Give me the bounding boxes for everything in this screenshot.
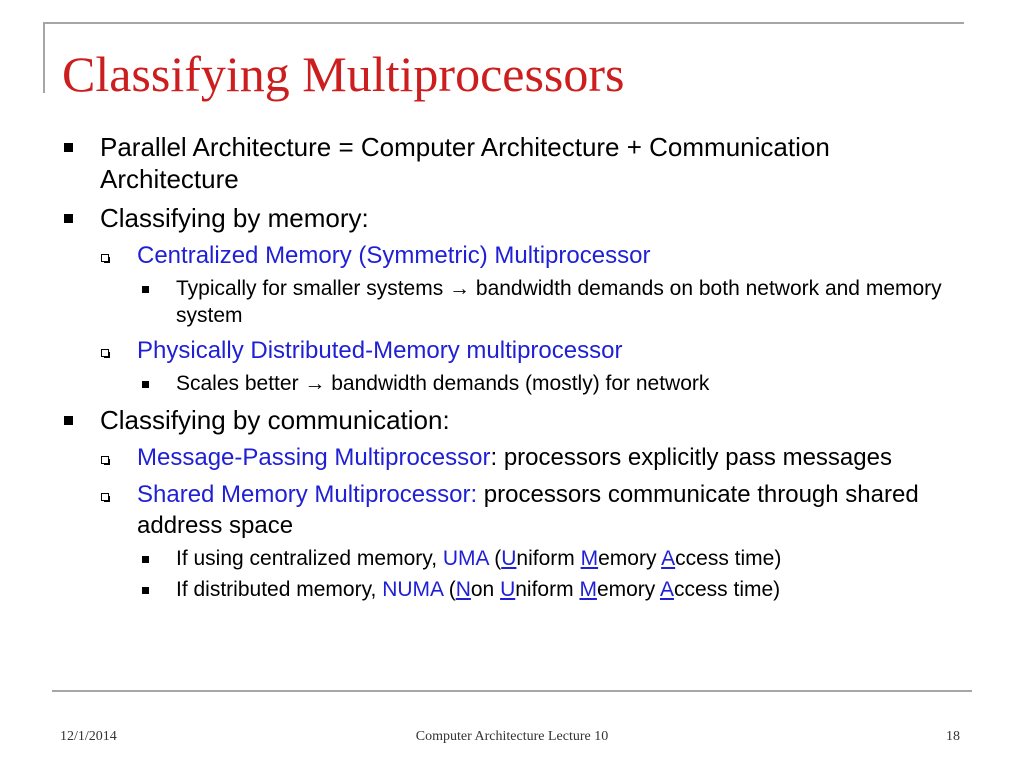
bullet-text: Scales better → bandwidth demands (mostl… [176,372,710,395]
bullet-text: Typically for smaller systems → bandwidt… [176,277,942,327]
slide-body: Parallel Architecture = Computer Archite… [0,131,1024,603]
bullet-term: Message-Passing Multiprocessor [137,444,491,471]
paren-open: ( [488,547,502,570]
bullet-text: Classifying by memory: [100,203,369,233]
subsubbullet-uma: If using centralized memory, UMA (Unifor… [142,545,966,572]
footer-title: Computer Architecture Lecture 10 [415,729,609,744]
bullet-text: Centralized Memory (Symmetric) Multiproc… [137,242,651,269]
subsubbullet-smaller-systems: Typically for smaller systems → bandwidt… [142,275,966,329]
word-rest: emory [596,578,660,601]
initial-u: U [501,547,517,570]
subbullet-shared-memory: Shared Memory Multiprocessor: processors… [101,479,937,541]
square-bullet-icon [142,381,149,388]
bullet-term: Shared Memory Multiprocessor: [137,481,478,508]
bullet-text: If using centralized memory, [176,547,443,570]
square-bullet-icon [142,556,149,563]
initial-n: N [455,578,471,601]
subbullet-distributed-memory: Physically Distributed-Memory multiproce… [101,335,937,366]
hollow-square-bullet-icon [101,456,110,465]
hollow-square-bullet-icon [101,254,110,263]
acronym-numa: NUMA [382,578,443,601]
square-bullet-icon [142,286,149,293]
initial-m: M [580,547,599,570]
footer-date: 12/1/2014 [60,729,117,744]
hollow-square-bullet-icon [101,349,110,358]
square-bullet-icon [64,416,73,425]
footer-rule [52,690,972,692]
bullet-text: : processors explicitly pass messages [490,444,892,471]
bullet-parallel-architecture: Parallel Architecture = Computer Archite… [64,131,960,195]
initial-a: A [659,578,674,601]
square-bullet-icon [64,214,73,223]
hollow-square-bullet-icon [101,493,110,502]
square-bullet-icon [142,587,149,594]
bullet-classifying-by-communication: Classifying by communication: [64,404,960,436]
title-frame-left-rule [43,22,45,93]
acronym-uma: UMA [442,547,489,570]
slide-number: 18 [946,729,960,744]
subbullet-message-passing: Message-Passing Multiprocessor: processo… [101,442,937,473]
subsubbullet-scales-better: Scales better → bandwidth demands (mostl… [142,370,966,397]
word-rest: ccess time) [675,547,782,570]
paren-open: ( [442,578,456,601]
bullet-text: Physically Distributed-Memory multiproce… [137,337,623,364]
initial-a: A [661,547,676,570]
word-rest: ccess time) [673,578,781,601]
bullet-classifying-by-memory: Classifying by memory: [64,202,960,234]
bullet-text: processors communicate through shared ad… [137,481,919,539]
initial-u: U [500,578,516,601]
title-frame-top-rule [43,22,964,24]
word-rest: on [470,578,501,601]
bullet-text: If distributed memory, [176,578,383,601]
word-rest: emory [598,547,662,570]
initial-m: M [579,578,597,601]
slide-title: Classifying Multiprocessors [62,46,625,102]
bullet-text: Classifying by communication: [100,405,450,435]
word-rest: niform [515,578,580,601]
subbullet-centralized-memory: Centralized Memory (Symmetric) Multiproc… [101,240,937,271]
word-rest: niform [516,547,581,570]
bullet-text: Parallel Architecture = Computer Archite… [100,132,830,194]
square-bullet-icon [64,143,73,152]
subsubbullet-numa: If distributed memory, NUMA (Non Uniform… [142,576,966,603]
